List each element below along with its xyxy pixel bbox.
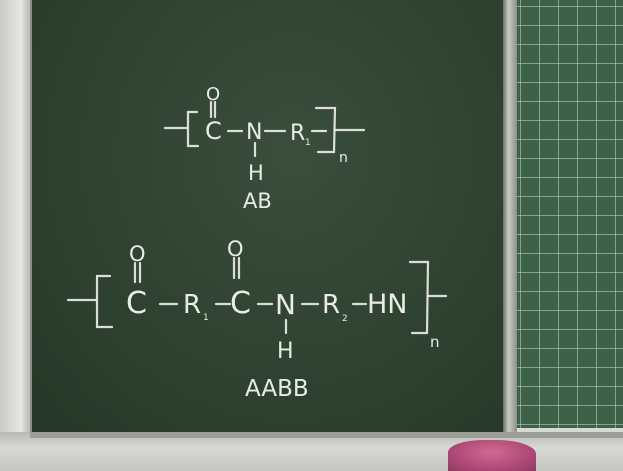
ab-carbon: C — [205, 117, 222, 145]
ab-nitrogen: N — [246, 120, 262, 145]
board-cloth — [448, 440, 536, 471]
aabb-label: AABB — [245, 376, 309, 402]
aabb-carbon-2: C — [230, 286, 251, 321]
ab-oxygen: O — [206, 84, 220, 105]
aabb-repeat-n: n — [430, 333, 440, 351]
aabb-hn: HN — [367, 289, 408, 320]
aabb-r1: R — [183, 290, 201, 320]
ab-repeat-n: n — [339, 150, 348, 166]
board-frame — [503, 0, 517, 440]
ab-r1-subscript: 1 — [305, 138, 311, 148]
chalkboard — [30, 0, 508, 440]
aabb-hydrogen: H — [277, 339, 294, 364]
aabb-oxygen-1: O — [129, 242, 146, 266]
aabb-nitrogen: N — [275, 288, 296, 321]
formula-aabb-strokes — [66, 256, 448, 335]
aabb-r1-subscript: 1 — [203, 313, 209, 323]
aabb-r2-subscript: 2 — [342, 314, 348, 324]
ab-r1: R — [290, 121, 305, 146]
wall-left — [0, 0, 30, 471]
aabb-oxygen-2: O — [227, 237, 244, 261]
ab-hydrogen: H — [248, 161, 264, 185]
formula-ab-strokes — [163, 100, 366, 158]
aabb-r2: R — [322, 290, 340, 320]
chalk-rail-lip — [30, 432, 623, 438]
grid-board-panel — [517, 0, 623, 428]
ab-label: AB — [243, 189, 272, 213]
aabb-carbon-1: C — [126, 286, 147, 321]
